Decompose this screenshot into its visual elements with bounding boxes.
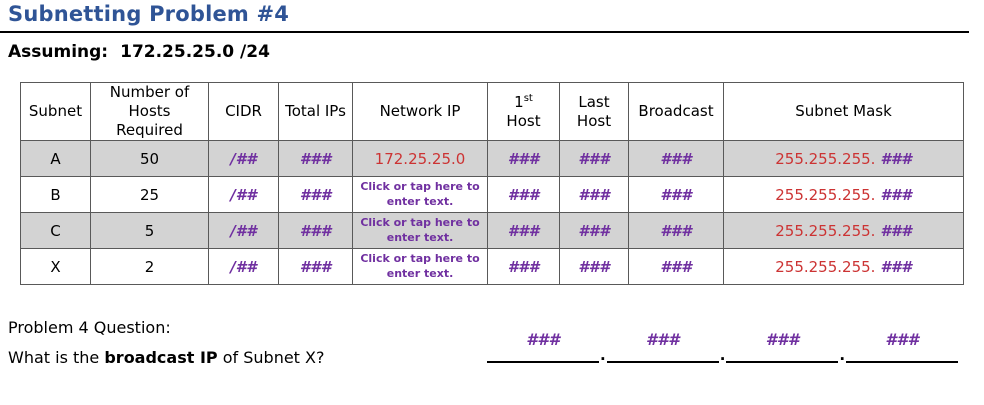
cell-cidr-field[interactable]: /## [208,248,279,285]
answer-blank[interactable]: ### [487,330,599,363]
answer-blank[interactable]: ### [606,330,719,363]
cell-last-host-field[interactable]: ### [559,248,629,285]
octet-separator: . [600,346,606,364]
cell-network-ip-field[interactable]: Click or tap here to enter text. [352,248,488,285]
subnet-table: Subnet Number of Hosts Required CIDR Tot… [20,82,964,285]
mask-prefix: 255.255.255. [775,149,876,168]
answer-octet-field[interactable]: ### [526,330,560,349]
cell-first-host-field[interactable]: ### [487,212,560,249]
assuming-line: Assuming: 172.25.25.0 /24 [8,42,270,62]
col-header-cidr: CIDR [208,82,279,141]
mask-prefix: 255.255.255. [775,185,876,204]
cell-first-host-field[interactable]: ### [487,140,560,177]
cell-hosts-required: 25 [90,176,209,213]
question-line1: Problem 4 Question: [8,318,171,337]
title-underline [0,31,969,33]
cell-last-host-field[interactable]: ### [559,176,629,213]
mask-octet-field[interactable]: ### [880,185,912,204]
col-header-broadcast: Broadcast [628,82,724,141]
cell-broadcast-field[interactable]: ### [628,140,724,177]
cell-subnet-label: C [20,212,91,249]
mask-prefix: 255.255.255. [775,221,876,240]
cell-last-host-field[interactable]: ### [559,140,629,177]
answer-octet-field[interactable]: ### [885,330,919,349]
page-title: Subnetting Problem #4 [8,2,290,26]
cell-hosts-required: 2 [90,248,209,285]
cell-subnet-mask: 255.255.255.### [723,212,964,249]
cell-broadcast-field[interactable]: ### [628,212,724,249]
cell-subnet-label: B [20,176,91,213]
cell-broadcast-field[interactable]: ### [628,248,724,285]
col-header-last-host: Last Host [559,82,629,141]
col-header-total-ips: Total IPs [278,82,353,141]
col-header-subnet: Subnet [20,82,91,141]
cell-total-ips-field[interactable]: ### [278,176,353,213]
cell-network-ip-value: 172.25.25.0 [352,140,488,177]
cell-total-ips-field[interactable]: ### [278,140,353,177]
col-header-network-ip: Network IP [352,82,488,141]
octet-separator: . [839,346,846,364]
cell-subnet-mask: 255.255.255.### [723,176,964,213]
answer-octet-field[interactable]: ### [646,330,680,349]
octet-separator: . [719,346,726,364]
cell-subnet-mask: 255.255.255.### [723,248,964,285]
answer-blank[interactable]: ### [726,330,839,363]
cell-cidr-field[interactable]: /## [208,140,279,177]
answer-blanks: ###. ###. ###. ### [487,330,959,364]
cell-hosts-required: 5 [90,212,209,249]
question-bold-term: broadcast IP [104,348,218,367]
cell-cidr-field[interactable]: /## [208,176,279,213]
cell-last-host-field[interactable]: ### [559,212,629,249]
cell-first-host-field[interactable]: ### [487,176,560,213]
cell-network-ip-field[interactable]: Click or tap here to enter text. [352,212,488,249]
cell-total-ips-field[interactable]: ### [278,212,353,249]
cell-broadcast-field[interactable]: ### [628,176,724,213]
answer-octet-field[interactable]: ### [765,330,800,349]
mask-octet-field[interactable]: ### [880,149,912,168]
cell-hosts-required: 50 [90,140,209,177]
cell-cidr-field[interactable]: /## [208,212,279,249]
col-header-hosts-required: Number of Hosts Required [90,82,209,141]
cell-first-host-field[interactable]: ### [487,248,560,285]
answer-blank[interactable]: ### [846,330,959,363]
table-header-row: Subnet Number of Hosts Required CIDR Tot… [20,82,964,141]
mask-octet-field[interactable]: ### [880,221,912,240]
assuming-label: Assuming: [8,42,109,62]
question-line2: What is the broadcast IP of Subnet X? [8,348,325,367]
mask-octet-field[interactable]: ### [880,257,912,276]
cell-network-ip-field[interactable]: Click or tap here to enter text. [352,176,488,213]
assuming-value: 172.25.25.0 /24 [120,42,270,62]
mask-prefix: 255.255.255. [775,257,876,276]
cell-subnet-label: A [20,140,91,177]
cell-subnet-mask: 255.255.255.### [723,140,964,177]
cell-subnet-label: X [20,248,91,285]
cell-total-ips-field[interactable]: ### [278,248,353,285]
col-header-subnet-mask: Subnet Mask [723,82,964,141]
question-section: Problem 4 Question: What is the broadcas… [0,310,984,405]
